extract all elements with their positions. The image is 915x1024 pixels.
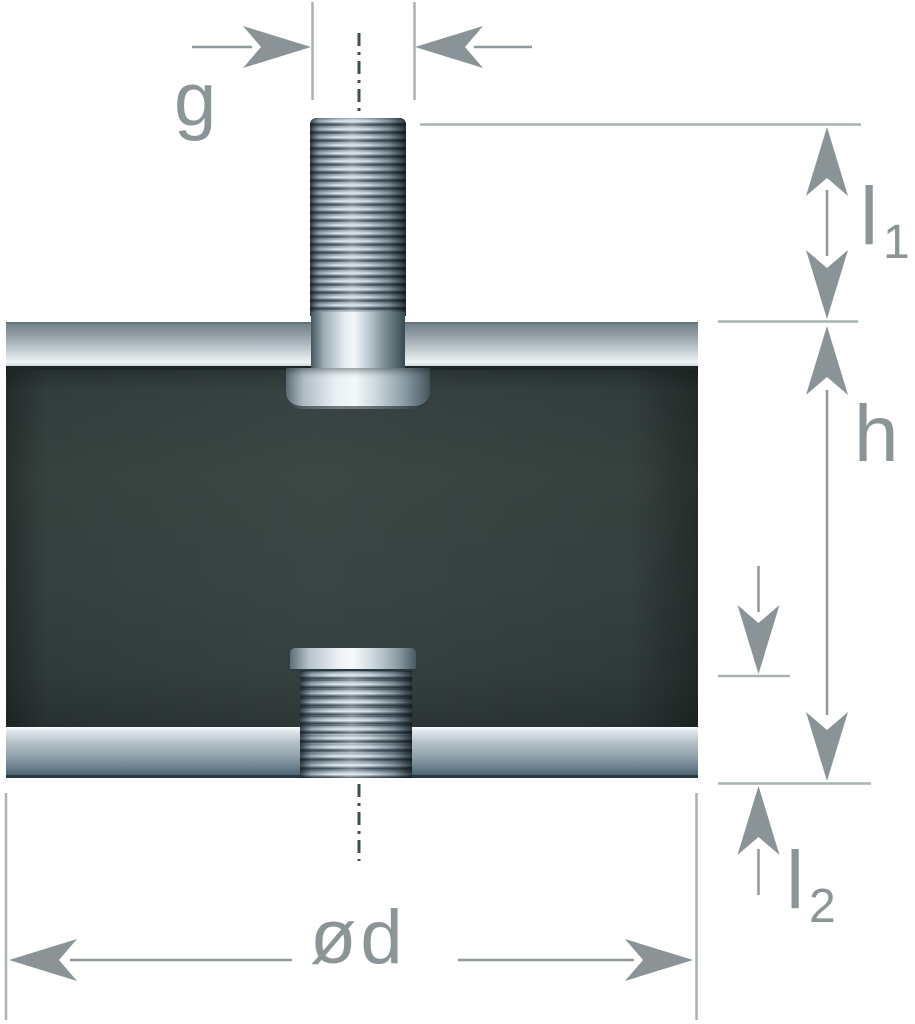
label-l1-subscript: 1 <box>883 216 910 270</box>
top-threaded-stud <box>310 118 406 316</box>
dim-l1 <box>420 123 861 323</box>
label-bottom-thread-length-l2: l2 <box>786 840 836 931</box>
dim-g-arrow-left-icon <box>415 26 483 68</box>
label-l2-main: l <box>786 835 805 926</box>
dim-l1-arrow-down-icon <box>806 250 848 319</box>
bottom-insert-cap <box>290 648 416 671</box>
dim-h-arrow-up-icon <box>806 326 848 395</box>
label-thread-size-g: g <box>174 62 216 138</box>
dim-h <box>718 326 871 785</box>
label-diameter-d-text: ød <box>310 895 407 980</box>
dim-d-arrow-left-icon <box>9 939 77 981</box>
dim-g-arrow-right-icon <box>243 26 311 68</box>
label-diameter-d: ød <box>310 900 407 976</box>
label-l2-subscript: 2 <box>809 880 836 934</box>
label-thread-size-g-text: g <box>174 57 217 142</box>
label-height-h-text: h <box>854 389 899 478</box>
dim-l2 <box>718 566 790 895</box>
dim-h-arrow-down-icon <box>806 712 848 781</box>
dim-l1-arrow-up-icon <box>806 127 848 196</box>
dim-l2-arrow-up-icon <box>737 786 780 855</box>
dim-g <box>192 2 532 100</box>
label-stud-length-l1: l1 <box>860 176 910 267</box>
stud-shank <box>311 312 405 370</box>
label-height-h: h <box>854 394 899 474</box>
dim-d-arrow-right-icon <box>625 939 693 981</box>
label-l1-main: l <box>860 171 879 262</box>
bottom-threaded-insert <box>300 671 412 778</box>
stud-collar <box>286 368 430 409</box>
dim-l2-arrow-down-icon <box>737 605 780 674</box>
